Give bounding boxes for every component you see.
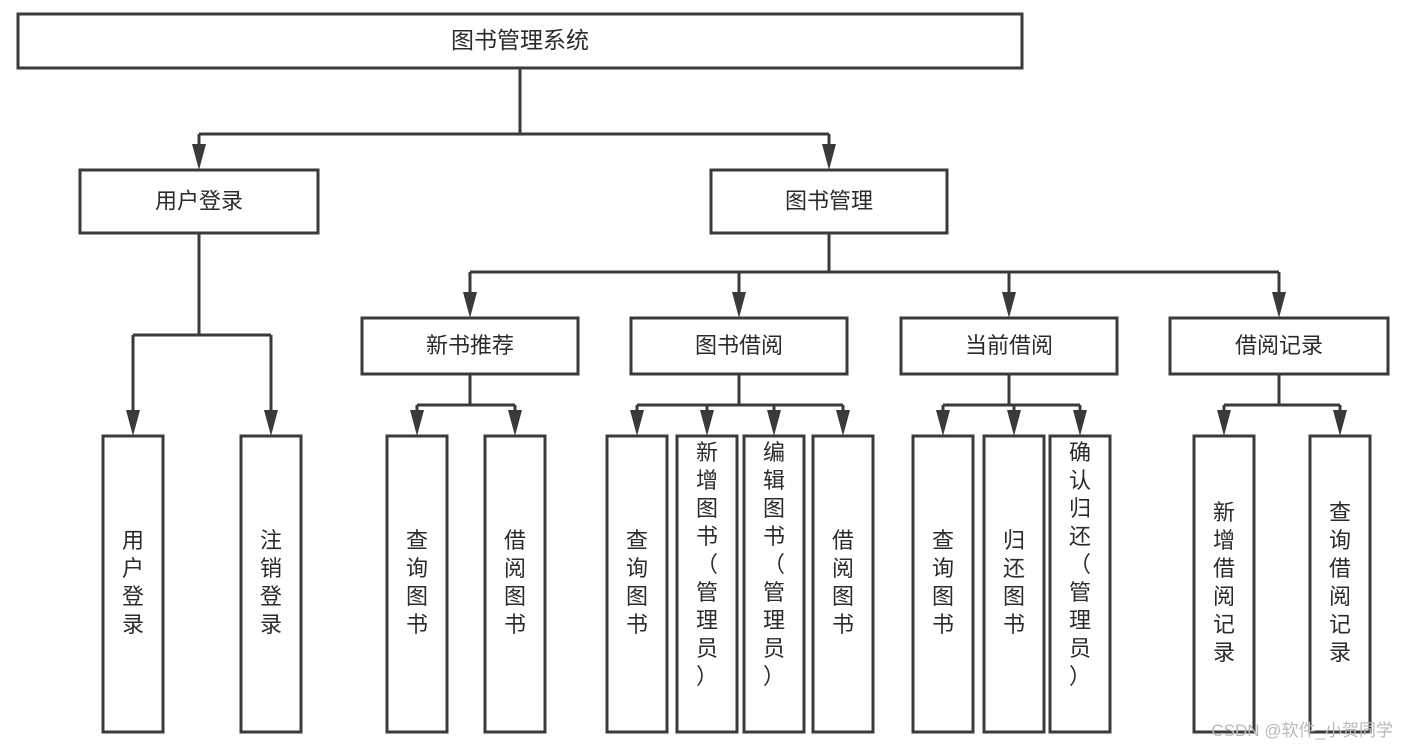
node-borrow-record[interactable]: 借阅记录 xyxy=(1168,316,1390,376)
leaf-leaf-user-logout[interactable]: 注销登录 xyxy=(239,434,303,734)
leaf-leaf-borrow-book-1[interactable]: 借阅图书 xyxy=(483,434,547,734)
leaf-label: 注销登录 xyxy=(260,528,282,637)
node-label: 当前借阅 xyxy=(965,333,1053,358)
node-label: 图书借阅 xyxy=(695,333,783,358)
leaf-leaf-query-book-1[interactable]: 查询图书 xyxy=(385,434,449,734)
leaf-label: 编辑图书（管理员） xyxy=(763,440,785,689)
leaf-leaf-user-login[interactable]: 用户登录 xyxy=(101,434,165,734)
leaf-label: 查询借阅记录 xyxy=(1329,500,1351,665)
node-book-borrow[interactable]: 图书借阅 xyxy=(629,316,849,376)
leaf-label: 归还图书 xyxy=(1003,528,1025,637)
leaf-label: 查询图书 xyxy=(932,528,954,637)
leaf-label: 确认归还（管理员） xyxy=(1069,440,1091,689)
leaf-label: 用户登录 xyxy=(122,528,144,637)
leaf-leaf-query-book-2[interactable]: 查询图书 xyxy=(605,434,669,734)
leaf-leaf-query-borrow-record[interactable]: 查询借阅记录 xyxy=(1308,434,1372,734)
leaf-leaf-edit-book-admin[interactable]: 编辑图书（管理员） xyxy=(742,434,806,734)
node-book-manage[interactable]: 图书管理 xyxy=(709,168,949,235)
leaf-leaf-return-book[interactable]: 归还图书 xyxy=(982,434,1046,734)
node-current-borrow[interactable]: 当前借阅 xyxy=(899,316,1119,376)
leaf-leaf-add-borrow-record[interactable]: 新增借阅记录 xyxy=(1192,434,1256,734)
leaf-label: 新增借阅记录 xyxy=(1213,500,1235,665)
leaf-label: 新增图书（管理员） xyxy=(696,440,718,689)
connectors-layer xyxy=(126,68,1347,436)
leaf-leaf-query-book-3[interactable]: 查询图书 xyxy=(911,434,975,734)
node-label: 借阅记录 xyxy=(1235,333,1323,358)
node-label: 图书管理系统 xyxy=(451,27,589,53)
leaf-leaf-confirm-return-admin[interactable]: 确认归还（管理员） xyxy=(1048,434,1112,734)
node-label: 用户登录 xyxy=(155,188,243,213)
nodes-layer: 图书管理系统用户登录图书管理新书推荐图书借阅当前借阅借阅记录用户登录注销登录查询… xyxy=(16,12,1390,734)
leaf-label: 借阅图书 xyxy=(832,528,854,637)
leaf-label: 查询图书 xyxy=(406,528,428,637)
node-label: 图书管理 xyxy=(785,188,873,213)
leaf-label: 查询图书 xyxy=(626,528,648,637)
leaf-leaf-add-book-admin[interactable]: 新增图书（管理员） xyxy=(675,434,739,734)
node-user-login[interactable]: 用户登录 xyxy=(78,168,320,235)
leaf-leaf-borrow-book-2[interactable]: 借阅图书 xyxy=(811,434,875,734)
node-label: 新书推荐 xyxy=(426,333,514,358)
leaf-label: 借阅图书 xyxy=(504,528,526,637)
node-new-book-recommend[interactable]: 新书推荐 xyxy=(360,316,580,376)
node-root[interactable]: 图书管理系统 xyxy=(16,12,1024,70)
